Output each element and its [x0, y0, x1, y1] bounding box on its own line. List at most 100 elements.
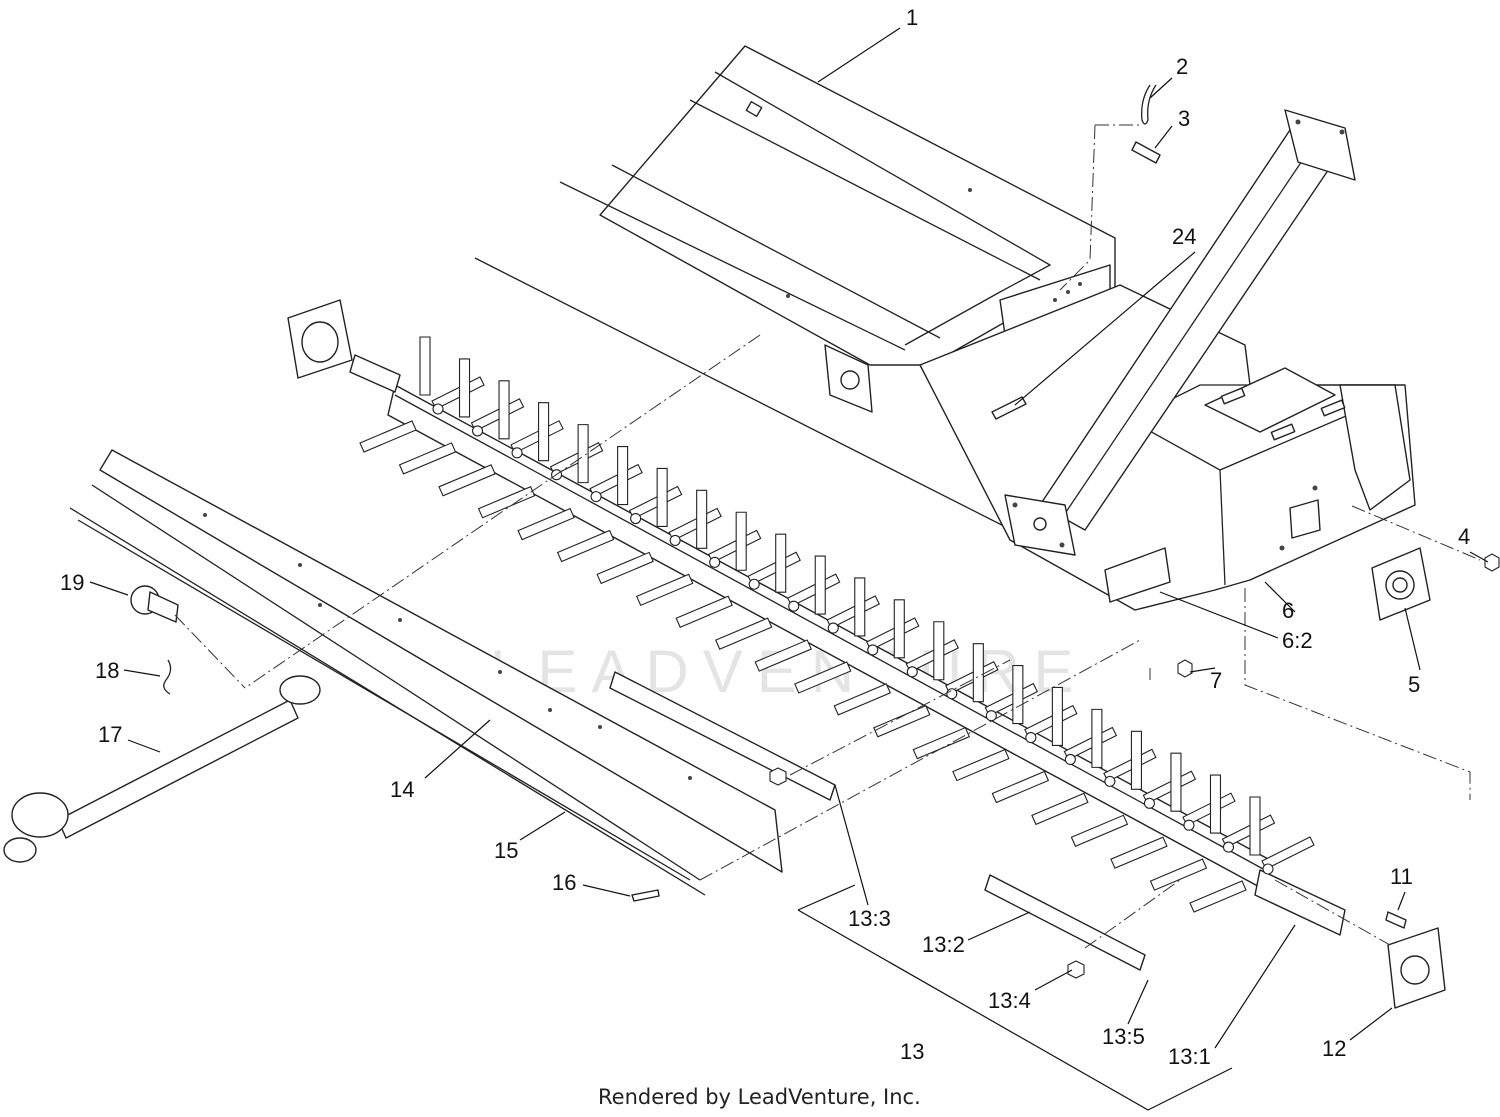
clevis-pin: [1131, 141, 1161, 164]
flange-nut-4: [1484, 553, 1500, 572]
callout-16: 16: [552, 870, 576, 895]
tine-nut: [827, 622, 839, 634]
tine-nut: [748, 578, 760, 590]
upright-tine: [814, 555, 826, 615]
upright-tine: [1209, 774, 1222, 834]
upright-tine: [656, 467, 668, 527]
callout-19: 19: [60, 570, 84, 595]
callout-18: 18: [95, 658, 119, 683]
callout-11: 11: [1390, 864, 1413, 889]
callout-14: 14: [390, 777, 414, 802]
alignment-lines: [174, 124, 1481, 949]
lower-tine: [635, 573, 694, 607]
upright-tine: [458, 358, 471, 418]
tine-row: [359, 336, 1315, 913]
upright-tine: [1012, 665, 1024, 725]
mast-tube: [1004, 109, 1356, 556]
tine-nut: [1183, 819, 1195, 831]
tine-clamp-brackets: [609, 671, 1146, 979]
callout-15: 15: [494, 838, 518, 863]
lower-tine: [359, 420, 417, 453]
lower-tine: [873, 705, 931, 738]
tine-nut: [432, 403, 444, 415]
upright-tine: [893, 599, 905, 659]
callout-5: 5: [1408, 672, 1420, 697]
callout-6: 6: [1282, 598, 1294, 623]
upright-tine: [577, 424, 589, 484]
hitch-link-arm: [3, 675, 321, 863]
cotter-pin-top: [1141, 84, 1157, 125]
callout-2: 2: [1176, 54, 1188, 79]
lower-tine: [912, 726, 971, 760]
lower-tine: [1149, 858, 1208, 891]
callout-1: 1: [906, 5, 918, 30]
tine-nut: [709, 556, 721, 568]
upright-tine: [775, 533, 787, 593]
leader-lines: [89, 27, 1489, 1049]
hitch-pin: [130, 585, 179, 623]
callout-labels: 1 2 3 4 5 6 6:2 7 11 12 13 13:1 13:2 13:…: [60, 5, 1470, 1069]
lower-tine: [754, 639, 812, 672]
upright-tine: [735, 511, 747, 571]
upright-tine: [419, 336, 431, 396]
lower-tine: [1031, 792, 1089, 826]
lower-tine: [675, 595, 733, 628]
callout-24: 24: [1172, 224, 1196, 249]
lower-tine: [438, 464, 496, 497]
lower-tine: [833, 683, 892, 716]
upright-tine: [696, 489, 708, 549]
callout-3: 3: [1178, 106, 1190, 131]
cotter-clip: [163, 659, 172, 695]
upright-tine: [933, 621, 945, 681]
tine-nut: [1222, 841, 1235, 853]
lower-tine: [991, 770, 1050, 804]
upright-tine: [1091, 708, 1103, 768]
lower-tine: [794, 661, 852, 694]
upright-tine: [1249, 796, 1261, 856]
lower-tine: [714, 617, 773, 650]
flange-nut-7: [1177, 659, 1193, 678]
tine-nut: [669, 534, 681, 546]
upright-tine: [538, 402, 550, 462]
callout-13: 13: [900, 1039, 924, 1064]
lower-tine: [1189, 880, 1247, 913]
bearing-flange-plate: [1387, 927, 1446, 1009]
upright-tine: [617, 445, 629, 506]
upright-tine: [1170, 752, 1182, 812]
upright-tine: [498, 380, 510, 440]
callout-13-3: 13:3: [848, 906, 891, 931]
carriage-bolt: [1385, 911, 1407, 929]
tine-nut: [906, 666, 918, 678]
tine-nut: [511, 447, 523, 459]
lower-tine: [1070, 814, 1129, 848]
tine-nut: [985, 710, 997, 722]
lower-tine: [398, 442, 457, 475]
tine-nut: [1262, 863, 1274, 875]
tine-rotor-assembly: [349, 336, 1346, 936]
tine-nut: [788, 600, 800, 612]
callout-4: 4: [1458, 524, 1470, 549]
lower-tine: [952, 748, 1010, 782]
tine-nut: [1025, 732, 1037, 744]
lower-tine: [1110, 836, 1168, 869]
flange-bearing: [1371, 547, 1431, 621]
tine-nut: [590, 491, 602, 503]
tine-nut: [1143, 797, 1155, 809]
callout-7: 7: [1210, 668, 1222, 693]
callout-13-1: 13:1: [1168, 1044, 1211, 1069]
callout-12: 12: [1322, 1036, 1346, 1061]
footer-credit: Rendered by LeadVenture, Inc.: [598, 1085, 921, 1109]
lower-tine: [477, 485, 536, 519]
callout-13-5: 13:5: [1102, 1024, 1145, 1049]
shield-screw: [631, 889, 660, 902]
callout-13-2: 13:2: [922, 932, 965, 957]
callout-17: 17: [98, 722, 122, 747]
upright-tine: [854, 577, 866, 637]
upright-tine: [972, 643, 984, 703]
tine-nut: [867, 644, 879, 656]
tine-nut: [630, 512, 642, 525]
rear-shield-plates: [69, 449, 783, 896]
lower-tine: [596, 551, 654, 585]
callout-13-4: 13:4: [988, 988, 1031, 1013]
